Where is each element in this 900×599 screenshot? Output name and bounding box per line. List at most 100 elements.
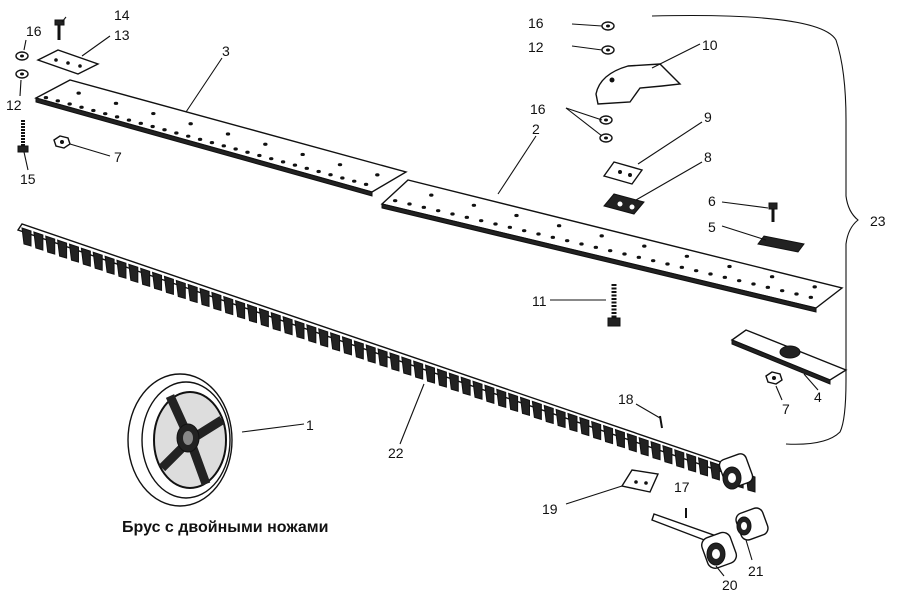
bolt-14 xyxy=(54,19,65,40)
bar-hole xyxy=(593,245,599,249)
knife-section xyxy=(21,227,32,247)
knife-section xyxy=(246,303,258,324)
bar-hole xyxy=(435,209,441,213)
knife-section xyxy=(353,340,364,360)
bar-hole xyxy=(55,99,60,103)
knife-section xyxy=(389,352,400,372)
cutter-bar-right-holes xyxy=(392,193,817,299)
bar-hole xyxy=(727,264,732,269)
bar-hole xyxy=(769,275,775,279)
bar-hole xyxy=(43,96,49,100)
label-4: 4 xyxy=(814,389,822,405)
bar-hole xyxy=(138,121,143,125)
knife-section xyxy=(80,247,91,267)
bar-hole xyxy=(67,102,72,106)
guide-4 xyxy=(730,329,848,385)
bar-hole xyxy=(257,153,262,158)
bar-hole xyxy=(514,213,519,218)
bar-hole xyxy=(304,166,309,170)
bar-hole xyxy=(708,272,713,276)
knife-section xyxy=(413,360,424,380)
label-23: 23 xyxy=(870,213,886,229)
knife-section xyxy=(92,251,103,271)
knife-section xyxy=(116,259,127,279)
knife-section xyxy=(199,287,210,308)
knife-section xyxy=(306,324,317,344)
bar-hole xyxy=(375,173,380,177)
knife-section xyxy=(460,376,471,396)
knife-section xyxy=(638,436,649,457)
knife-section xyxy=(424,364,436,384)
bar-hole xyxy=(642,244,647,248)
bar-hole xyxy=(493,222,498,226)
knife-section xyxy=(128,263,139,283)
label-9: 9 xyxy=(704,109,712,125)
bar-hole xyxy=(808,295,814,299)
knife-section xyxy=(496,388,507,408)
knife-section xyxy=(448,372,459,392)
label-12-left: 12 xyxy=(6,97,22,113)
bar-hole xyxy=(328,173,333,177)
assembly-bracket-23 xyxy=(651,14,859,445)
bar-hole xyxy=(316,169,321,174)
nut-7-right xyxy=(765,371,783,385)
bushing-21 xyxy=(735,507,769,541)
label-15: 15 xyxy=(20,171,36,187)
label-19: 19 xyxy=(542,501,558,517)
bar-hole xyxy=(636,255,642,259)
knife-section xyxy=(104,255,115,275)
bar-hole xyxy=(186,134,191,138)
knife-section xyxy=(650,441,661,461)
pin-18 xyxy=(659,415,663,429)
knife-section xyxy=(579,416,590,437)
bar-hole xyxy=(650,259,656,263)
label-14: 14 xyxy=(114,7,130,23)
washer-12-top xyxy=(601,45,615,55)
bar-hole xyxy=(269,157,274,161)
bar-hole xyxy=(564,239,570,243)
bar-hole xyxy=(794,292,799,296)
knife-section xyxy=(282,315,293,336)
bar-hole xyxy=(751,282,756,286)
knife-section xyxy=(211,291,222,312)
knife-section xyxy=(45,235,56,255)
knife-section xyxy=(175,279,186,300)
bar-hole xyxy=(114,115,120,119)
knife-section xyxy=(674,449,685,469)
section-19 xyxy=(620,469,660,493)
bar-hole xyxy=(421,205,427,209)
knife-section xyxy=(591,420,602,441)
label-6: 6 xyxy=(708,193,716,209)
leader-lines xyxy=(19,16,819,577)
knife-section xyxy=(401,356,412,376)
callout-labels: 14 13 16 12 15 7 3 2 16 12 10 16 9 8 6 5… xyxy=(6,7,886,593)
knife-section xyxy=(318,328,329,348)
knife-section xyxy=(709,461,720,481)
bar-hole xyxy=(221,144,226,148)
plate-8 xyxy=(603,193,645,215)
washer-12-left xyxy=(15,69,29,79)
knife-section xyxy=(555,408,566,429)
bar-hole xyxy=(736,279,742,283)
label-10: 10 xyxy=(702,37,718,53)
knife-section xyxy=(140,267,151,287)
label-5: 5 xyxy=(708,219,716,235)
label-11: 11 xyxy=(532,293,547,309)
bar-hole xyxy=(209,141,215,145)
washers-16-middle xyxy=(599,115,613,143)
bar-hole xyxy=(765,285,771,289)
bar-hole xyxy=(507,225,513,229)
bar-hole xyxy=(599,234,604,238)
knife-section xyxy=(187,283,198,304)
knife-section xyxy=(519,396,530,417)
bar-hole xyxy=(292,163,298,167)
bar-hole xyxy=(150,124,155,129)
bolt-6 xyxy=(768,202,778,222)
bar-hole xyxy=(103,112,108,116)
bar-hole xyxy=(188,122,193,126)
label-1: 1 xyxy=(306,417,314,433)
bar-hole xyxy=(79,105,84,109)
bar-hole xyxy=(464,215,470,219)
label-16-middle: 16 xyxy=(530,101,546,117)
